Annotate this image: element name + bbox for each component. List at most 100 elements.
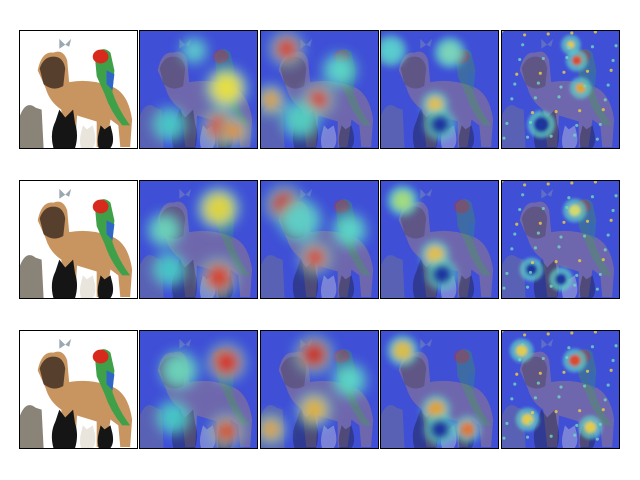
speckle	[523, 183, 527, 187]
speckle	[530, 261, 535, 265]
heatmap-panel	[260, 30, 379, 149]
speckle	[528, 270, 533, 275]
parrot-wing	[106, 70, 115, 90]
heatmap-image	[502, 181, 619, 298]
speckle	[601, 258, 605, 262]
speckle	[583, 234, 587, 238]
black-cat-shape	[533, 409, 560, 448]
tabby-cat-shape	[20, 105, 44, 148]
dog-muzzle	[39, 206, 66, 239]
hotspot	[202, 192, 235, 225]
hotspot	[286, 105, 315, 134]
black-kitten-shape	[458, 275, 475, 298]
speckle	[565, 355, 569, 360]
speckle	[614, 344, 618, 348]
speckle	[549, 134, 553, 138]
heatmap-image	[381, 31, 498, 148]
speckle	[593, 181, 597, 184]
heatmap-base	[502, 31, 619, 148]
speckle	[557, 395, 561, 399]
speckle	[502, 436, 506, 440]
speckle	[513, 232, 517, 236]
black-kitten-shape	[97, 125, 114, 148]
speckle	[575, 273, 579, 277]
speckle	[573, 433, 577, 437]
speckle	[533, 396, 538, 400]
speckle	[593, 31, 597, 34]
hotspot	[555, 273, 567, 286]
speckle	[575, 423, 579, 427]
black-cat-shape	[51, 409, 78, 448]
speckle	[533, 96, 538, 100]
hotspot	[432, 264, 452, 285]
speckle	[570, 331, 574, 335]
heatmap-image	[261, 31, 378, 148]
speckle	[546, 182, 550, 186]
speckle	[538, 371, 542, 375]
photo-image	[20, 331, 137, 448]
speckle	[523, 33, 527, 37]
parrot-shape	[455, 49, 492, 126]
hotspot-layer	[146, 186, 241, 298]
speckle	[614, 194, 618, 198]
speckle	[528, 120, 533, 125]
speckle	[611, 58, 615, 63]
dog-muzzle	[39, 356, 66, 389]
speckle	[606, 383, 610, 387]
speckle	[528, 420, 533, 425]
ghost-scene	[502, 188, 615, 298]
speckle	[609, 368, 613, 372]
parrot-head	[333, 199, 350, 214]
speckle	[583, 384, 587, 388]
hotspot	[430, 419, 450, 440]
hotspot	[161, 405, 186, 430]
speckle	[593, 331, 597, 334]
black-kitten-shape	[97, 425, 114, 448]
speckle	[541, 356, 545, 361]
hotspot	[261, 89, 281, 110]
speckle	[530, 411, 535, 415]
speckle	[521, 343, 525, 347]
photo-image	[20, 31, 137, 148]
heatmap-image	[261, 181, 378, 298]
speckle	[554, 410, 558, 414]
speckle	[510, 97, 514, 101]
black-cat-shape	[51, 259, 78, 298]
parrot-head	[212, 49, 229, 64]
hotspot	[284, 204, 317, 237]
black-kitten-shape	[338, 425, 355, 448]
white-kitten-shape	[320, 275, 337, 298]
dog-muzzle	[39, 56, 66, 89]
black-kitten-shape	[338, 125, 355, 148]
hotspot	[186, 42, 202, 59]
speckle	[590, 195, 595, 199]
speckle	[525, 285, 530, 289]
black-kitten-shape	[458, 125, 475, 148]
heatmap-panel	[260, 330, 379, 449]
tabby-cat-shape	[381, 105, 405, 148]
black-cat-shape	[51, 109, 78, 148]
speckle	[611, 208, 615, 213]
butterfly-shape	[300, 188, 313, 199]
speckle	[562, 70, 566, 74]
parrot-head	[92, 349, 109, 364]
hotspot	[392, 340, 413, 361]
photo-image	[20, 181, 137, 298]
parrot-head	[453, 349, 470, 364]
hotspot-layer	[155, 342, 247, 448]
speckle	[559, 385, 563, 389]
speckle	[513, 382, 517, 386]
speckle	[505, 421, 509, 425]
white-kitten-shape	[561, 125, 578, 148]
heatmap-panel	[501, 330, 620, 449]
heatmap-panel	[139, 30, 258, 149]
speckle	[606, 233, 610, 237]
butterfly-shape	[59, 38, 72, 49]
speckle	[518, 207, 522, 212]
speckle	[595, 287, 599, 291]
speckle	[583, 84, 587, 88]
hotspot	[584, 421, 597, 434]
parrot-head	[333, 349, 350, 364]
parrot-wing	[588, 220, 597, 240]
